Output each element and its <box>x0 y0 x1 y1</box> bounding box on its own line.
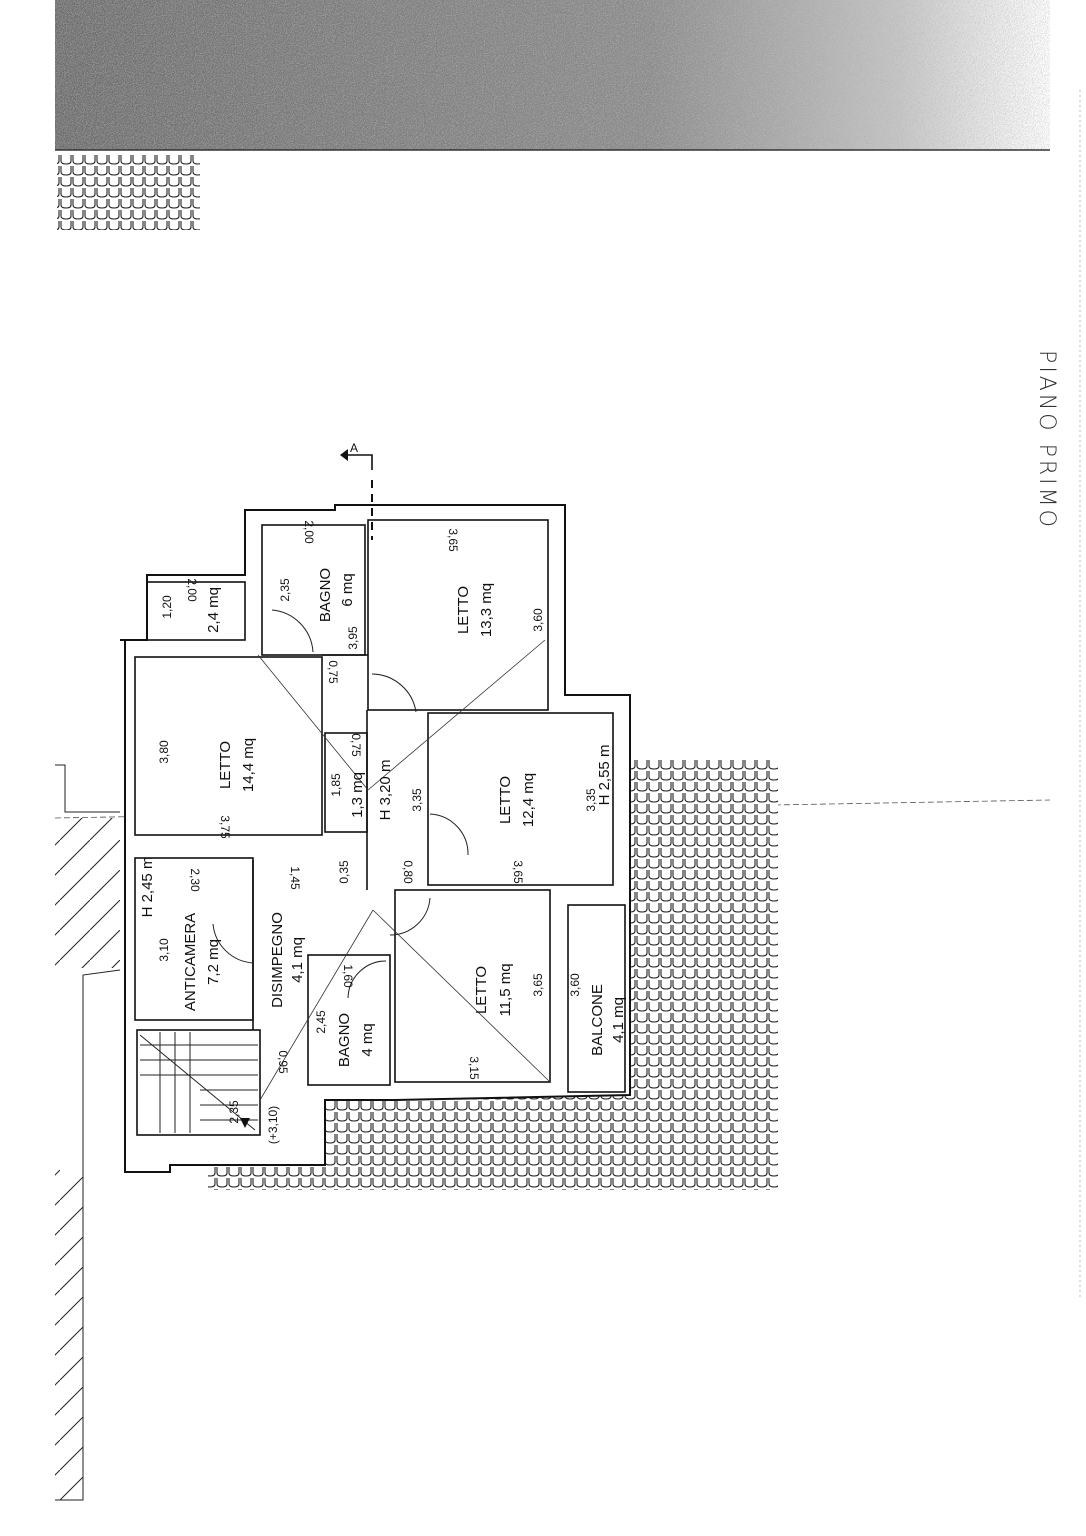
dimension: 3,60 <box>568 973 582 997</box>
dimension: 3,65 <box>511 860 525 884</box>
room-area: 1,3 mq <box>349 772 366 818</box>
room-area: 13,3 mq <box>478 583 495 637</box>
room-area: 14,4 mq <box>240 738 257 792</box>
room-name: BAGNO <box>317 568 334 622</box>
dimension: 3,10 <box>157 938 171 962</box>
dimension: 1,85 <box>329 773 343 797</box>
shaded-band <box>55 0 1050 151</box>
roof-tiles-small <box>57 155 200 230</box>
room-area: 6 mq <box>339 573 356 606</box>
dimension: 0,35 <box>337 860 351 884</box>
dimension: 3,35 <box>584 788 598 812</box>
room-area: 7,2 mq <box>205 939 222 985</box>
room-name: ANTICAMERA <box>182 913 199 1011</box>
dimension: 1,45 <box>288 866 302 890</box>
dimension: 3,60 <box>531 608 545 632</box>
dimension: 3,65 <box>531 973 545 997</box>
room-area: 11,5 mq <box>497 963 514 1016</box>
room-labels: LETTO 13,3 mq BAGNO 6 mq 2,4 mq LETTO 14… <box>139 568 627 1144</box>
doors <box>212 609 469 999</box>
dimension: 2,35 <box>227 1100 241 1124</box>
room-area: 4,1 mq <box>610 997 627 1043</box>
dimension: 1,60 <box>341 964 355 988</box>
room-name: BAGNO <box>336 1013 353 1067</box>
dimension: 3,65 <box>446 528 460 552</box>
dimension: 0,80 <box>401 860 415 884</box>
room-walls <box>134 519 626 1136</box>
room-area: 2,4 mq <box>205 587 222 633</box>
room-name: LETTO <box>473 966 490 1014</box>
room-area: 4,1 mq <box>289 937 306 983</box>
room-area: 4 mq <box>359 1023 376 1056</box>
room-name: BALCONE <box>589 984 606 1056</box>
room-name: LETTO <box>455 586 472 634</box>
room-name: LETTO <box>497 776 514 824</box>
dimension: 3,95 <box>346 626 360 650</box>
dimension: 2,45 <box>314 1010 328 1034</box>
room-name: DISIMPEGNO <box>269 912 286 1008</box>
dimension: 2,00 <box>302 520 316 544</box>
dimension: 3,75 <box>218 815 232 839</box>
stair-level: (+3,10) <box>266 1106 280 1144</box>
diagonal-lines <box>257 639 551 1101</box>
ceiling-height: H 2,55 m <box>596 745 613 806</box>
dimension: 2,35 <box>278 578 292 602</box>
dimension: 0,75 <box>326 660 340 684</box>
dimension: 1,20 <box>160 595 174 619</box>
room-name: LETTO <box>217 741 234 789</box>
dimension: 0,75 <box>349 733 363 757</box>
room-area: 12,4 mq <box>520 773 537 827</box>
dimension: 2,30 <box>188 868 202 892</box>
drawing-title: PIANO PRIMO <box>1034 350 1059 530</box>
dimension: 3,35 <box>410 788 424 812</box>
section-line-a: A A <box>340 441 373 540</box>
dimension: 3,80 <box>157 740 171 764</box>
dimension: 0,95 <box>276 1050 290 1074</box>
ceiling-height: H 3,20 m <box>377 760 394 821</box>
dimension-labels: 2,00 3,65 2,00 1,20 2,35 3,95 3,60 0,75 … <box>157 520 598 1123</box>
section-marker-top: A <box>350 441 358 455</box>
building-outline <box>120 504 631 1173</box>
dimension: 3,15 <box>467 1056 481 1080</box>
ceiling-height: H 2,45 m <box>139 857 156 918</box>
dimension: 2,00 <box>185 578 199 602</box>
staircase <box>139 1032 258 1133</box>
